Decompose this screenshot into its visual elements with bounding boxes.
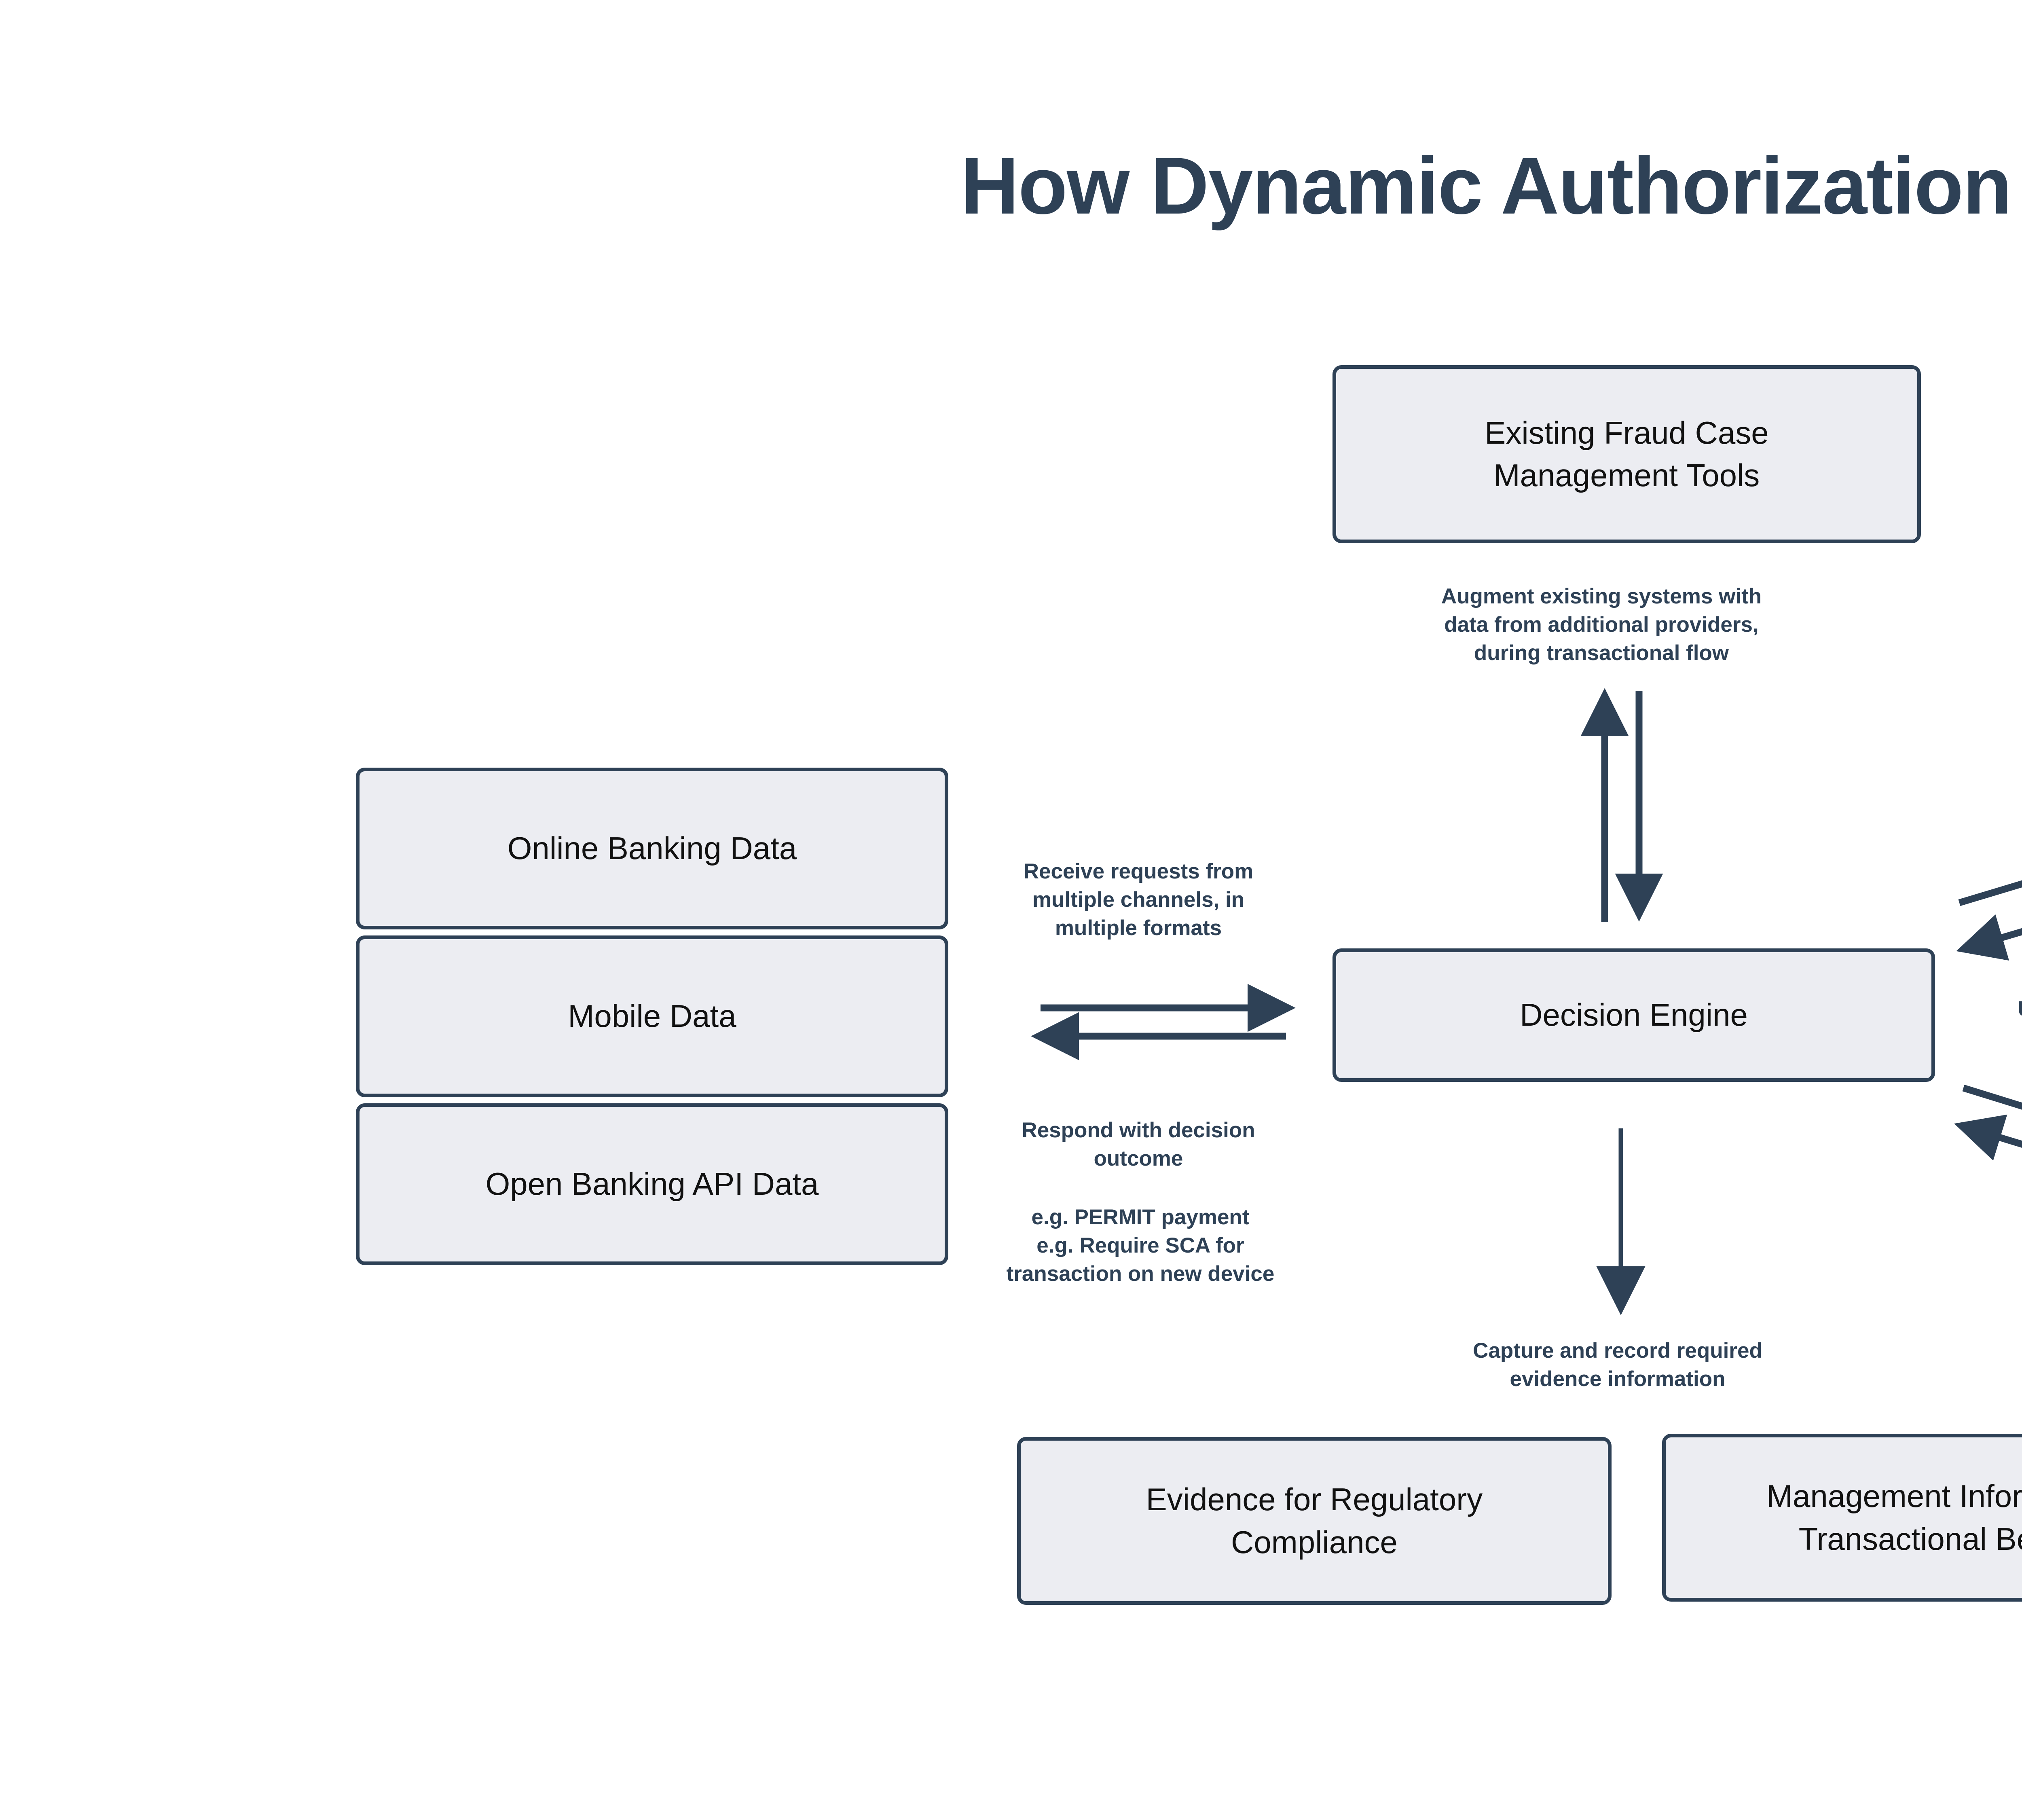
node-management-information-of-transactional-behavior[interactable]: Management Information of Transactional …: [1662, 1434, 2022, 1602]
node-label: Decision Engine: [1520, 997, 1748, 1033]
node-label: Existing Fraud Case Management Tools: [1485, 415, 1769, 493]
node-label: Evidence for Regulatory Compliance: [1146, 1481, 1483, 1560]
annotation-receive-requests: Receive requests from multiple channels,…: [1023, 859, 1254, 940]
arrow-decision-engine-to-microservices: [1958, 880, 2022, 906]
node-existing-fraud-case-management-tools[interactable]: Existing Fraud Case Management Tools: [1332, 365, 1921, 543]
node-online-banking-data[interactable]: Online Banking Data: [356, 768, 948, 929]
arrow-decision-engine-to-saas-device-risk: [1962, 1084, 2022, 1110]
annotation-decision-examples: e.g. PERMIT payment e.g. Require SCA for…: [1006, 1205, 1275, 1286]
arrow-microservices-to-decision-engine: [1956, 914, 2022, 961]
annotation-use-multiple-data-sources: Use multiple data sources to make unifor…: [1965, 995, 2022, 1052]
node-open-banking-api-data[interactable]: Open Banking API Data: [356, 1103, 948, 1265]
node-label: Online Banking Data: [507, 830, 797, 866]
node-evidence-for-regulatory-compliance[interactable]: Evidence for Regulatory Compliance: [1017, 1437, 1612, 1605]
node-label: Management Information of Transactional …: [1766, 1478, 2022, 1557]
annotation-respond-with-decision-outcome: Respond with decision outcome: [1022, 1118, 1255, 1170]
node-label: Mobile Data: [568, 998, 736, 1034]
node-label: Open Banking API Data: [485, 1166, 819, 1202]
node-mobile-data[interactable]: Mobile Data: [356, 935, 948, 1097]
annotation-capture-and-record-evidence: Capture and record required evidence inf…: [1473, 1339, 1762, 1391]
node-decision-engine[interactable]: Decision Engine: [1332, 948, 1935, 1082]
page-title: How Dynamic Authorization Works: [960, 141, 2022, 231]
annotation-augment-existing-systems: Augment existing systems with data from …: [1441, 584, 1762, 665]
arrow-saas-device-risk-to-decision-engine: [1954, 1114, 2022, 1161]
